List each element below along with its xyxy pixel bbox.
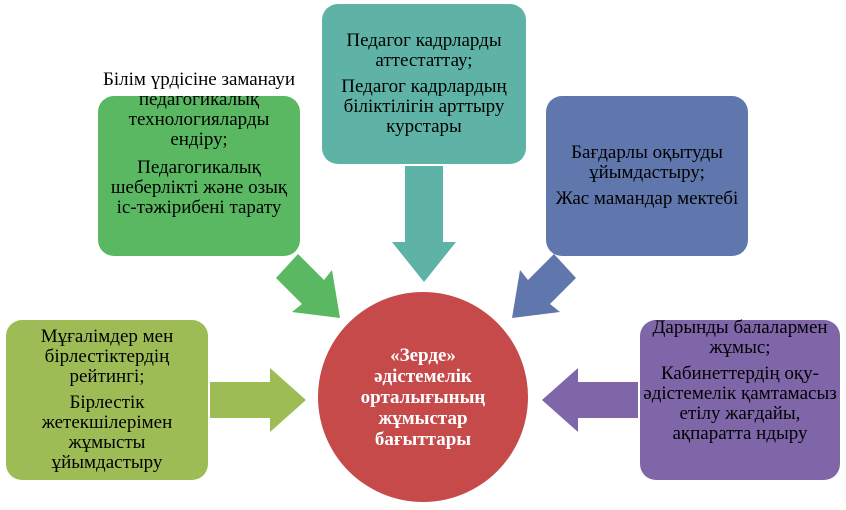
arrow-right-bottom	[542, 368, 638, 432]
arrow-right-top	[512, 254, 576, 318]
arrow-left-top	[276, 254, 340, 318]
box-left-bottom: Мұғалімдер мен бірлестіктердің рейтингі;…	[6, 320, 208, 480]
box-right-bottom-line2: Кабинеттердің оқу-әдістемелік қамтамасыз…	[643, 363, 837, 444]
box-right-bottom: Дарынды балалармен жұмыс; Кабинеттердің …	[640, 318, 840, 480]
box-top-line2: Педагог кадрлардың біліктілігін арттыру …	[341, 76, 507, 137]
center-circle: «Зерде» әдістемелік орталығының жұмыстар…	[318, 292, 528, 502]
box-right-top-line1: Бағдарлы оқытуды ұйымдастыру;	[571, 142, 723, 183]
box-left-top: Білім үрдісіне заманауи педагогикалық те…	[98, 70, 300, 256]
box-top: Педагог кадрларды аттестаттау; Педагог к…	[322, 4, 526, 164]
box-right-bottom-text: Дарынды балалармен жұмыс; Кабинеттердің …	[642, 318, 838, 444]
box-left-top-line1: Білім үрдісіне заманауи педагогикалық те…	[102, 69, 296, 150]
box-left-top-line2: Педагогикалық шеберлікті және озық іс-тә…	[110, 157, 288, 218]
box-left-bottom-line1: Мұғалімдер мен бірлестіктердің рейтингі;	[40, 326, 174, 387]
box-right-top-line2: Жас мамандар мектебі	[555, 188, 739, 209]
arrow-left-bottom	[210, 368, 306, 432]
center-title: «Зерде» әдістемелік орталығының жұмыстар…	[360, 344, 486, 450]
box-left-top-text: Білім үрдісіне заманауи педагогикалық те…	[100, 70, 298, 218]
box-right-top: Бағдарлы оқытуды ұйымдастыру; Жас маманд…	[546, 96, 748, 256]
arrow-top	[392, 166, 456, 282]
box-top-line1: Педагог кадрларды аттестаттау;	[346, 30, 502, 71]
box-left-bottom-line2: Бірлестік жетекшілерімен жұмысты ұйымдас…	[41, 392, 173, 473]
box-right-bottom-line1: Дарынды балалармен жұмыс;	[652, 317, 828, 358]
